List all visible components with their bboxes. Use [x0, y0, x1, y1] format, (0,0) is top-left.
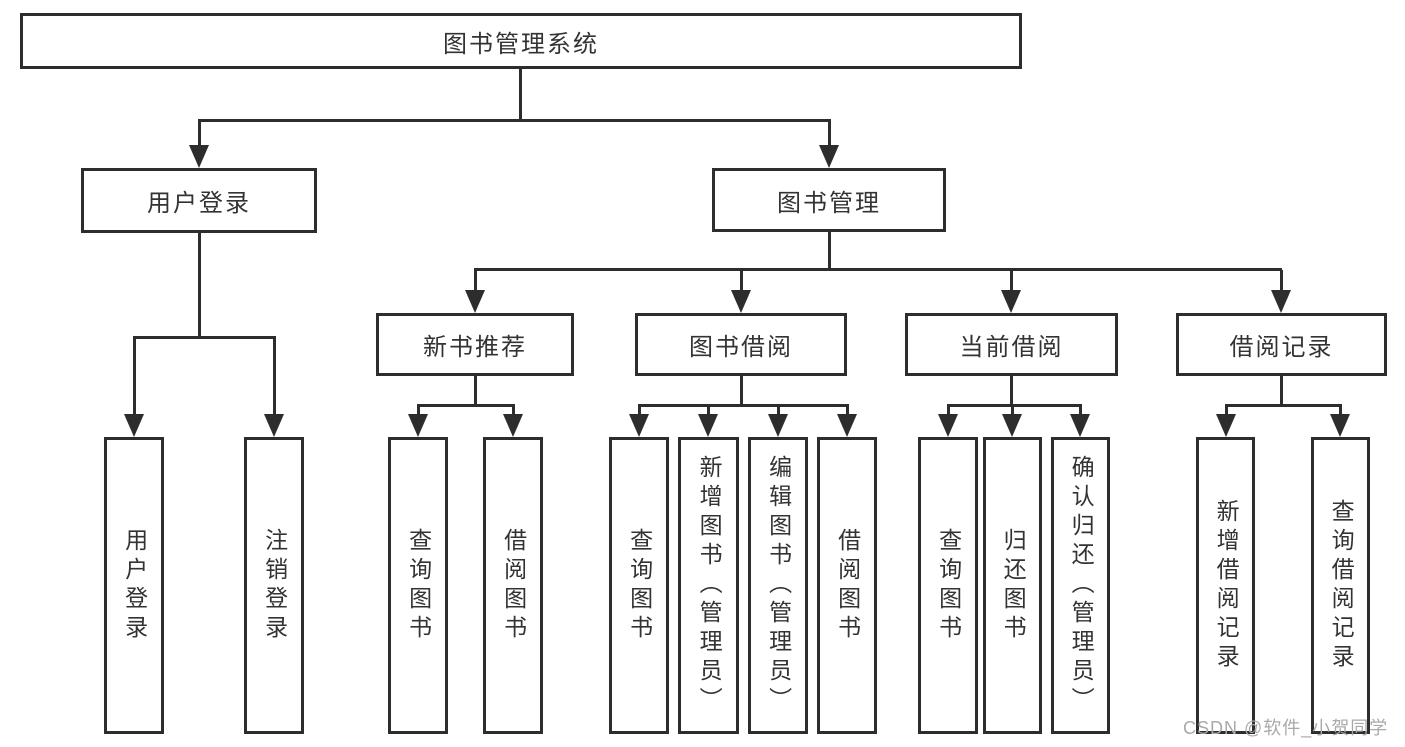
connector-borrowing-stem — [740, 376, 743, 406]
connector-drop — [947, 406, 950, 416]
connector-drop — [638, 406, 641, 416]
leaf-borrow-books: 借阅图书 — [817, 437, 877, 734]
connector-drop — [1339, 406, 1342, 416]
arrow-down-icon — [264, 414, 284, 437]
connector-book-management-stem — [828, 232, 831, 270]
leaf-borrow-books-recommend-label: 借阅图书 — [500, 527, 527, 644]
connector-drop-user-login — [198, 121, 201, 147]
connector-drop — [777, 406, 780, 416]
node-book-borrowing: 图书借阅 — [635, 313, 847, 376]
leaf-confirm-return-admin: 确认归还（管理员） — [1051, 437, 1110, 734]
leaf-edit-books-admin: 编辑图书（管理员） — [748, 437, 808, 734]
leaf-add-borrow-record-label: 新增借阅记录 — [1213, 498, 1240, 673]
node-library-management-system: 图书管理系统 — [20, 13, 1022, 69]
connector-recommendation-stem — [474, 376, 477, 406]
node-book-management: 图书管理 — [712, 168, 946, 232]
leaf-search-borrow-record: 查询借阅记录 — [1311, 437, 1370, 734]
leaf-return-books: 归还图书 — [983, 437, 1042, 734]
connector-records-stem — [1280, 376, 1283, 406]
leaf-add-books-admin: 新增图书（管理员） — [678, 437, 739, 734]
connector-drop-current-borrowing — [1010, 270, 1013, 291]
arrow-down-icon — [938, 414, 958, 437]
node-borrowing-records: 借阅记录 — [1176, 313, 1387, 376]
leaf-borrow-books-label: 借阅图书 — [834, 527, 861, 644]
arrow-down-icon — [465, 290, 485, 313]
leaf-search-books-borrowing: 查询图书 — [609, 437, 669, 734]
connector-user-login-rail — [133, 336, 276, 339]
leaf-logout-label: 注销登录 — [261, 527, 288, 644]
leaf-search-books-recommend-label: 查询图书 — [405, 527, 432, 644]
arrow-down-icon — [629, 414, 649, 437]
node-new-book-recommendation: 新书推荐 — [376, 313, 574, 376]
leaf-search-books-current-label: 查询图书 — [935, 527, 962, 644]
leaf-user-login-label: 用户登录 — [121, 527, 148, 644]
leaf-search-books-borrowing-label: 查询图书 — [626, 527, 653, 644]
connector-drop — [1079, 406, 1082, 416]
arrow-down-icon — [1216, 414, 1236, 437]
leaf-add-borrow-record: 新增借阅记录 — [1196, 437, 1255, 734]
arrow-down-icon — [731, 290, 751, 313]
arrow-down-icon — [189, 145, 209, 168]
connector-drop — [1225, 406, 1228, 416]
connector-drop — [846, 406, 849, 416]
connector-borrowing-rail — [638, 404, 849, 407]
connector-drop — [512, 406, 515, 416]
connector-drop-new-book-recommendation — [474, 270, 477, 291]
leaf-logout: 注销登录 — [244, 437, 304, 734]
arrow-down-icon — [1001, 290, 1021, 313]
leaf-search-books-current: 查询图书 — [918, 437, 978, 734]
arrow-down-icon — [837, 414, 857, 437]
leaf-return-books-label: 归还图书 — [1000, 527, 1027, 644]
arrow-down-icon — [408, 414, 428, 437]
arrow-down-icon — [768, 414, 788, 437]
connector-current-stem — [1010, 376, 1013, 406]
leaf-search-borrow-record-label: 查询借阅记录 — [1328, 498, 1355, 673]
connector-root-stem — [519, 69, 522, 121]
leaf-confirm-return-admin-label: 确认归还（管理员） — [1068, 455, 1095, 716]
connector-user-login-stem — [198, 233, 201, 338]
connector-drop-leaf-logout — [273, 338, 276, 416]
node-user-login: 用户登录 — [81, 168, 317, 233]
arrow-down-icon — [124, 414, 144, 437]
connector-drop-book-borrowing — [740, 270, 743, 291]
arrow-down-icon — [1330, 414, 1350, 437]
connector-root-rail — [198, 119, 831, 122]
connector-current-rail — [947, 404, 1082, 407]
arrow-down-icon — [1002, 414, 1022, 437]
connector-drop — [417, 406, 420, 416]
leaf-add-books-admin-label: 新增图书（管理员） — [696, 455, 723, 716]
connector-recommendation-rail — [417, 404, 515, 407]
leaf-borrow-books-recommend: 借阅图书 — [483, 437, 543, 734]
leaf-search-books-recommend: 查询图书 — [388, 437, 448, 734]
arrow-down-icon — [698, 414, 718, 437]
connector-drop-book-management — [828, 121, 831, 147]
arrow-down-icon — [819, 145, 839, 168]
leaf-user-login: 用户登录 — [104, 437, 164, 734]
connector-drop-leaf-user-login — [133, 338, 136, 416]
connector-book-management-rail — [474, 268, 1282, 271]
arrow-down-icon — [1070, 414, 1090, 437]
leaf-edit-books-admin-label: 编辑图书（管理员） — [765, 455, 792, 716]
connector-drop — [707, 406, 710, 416]
node-current-borrowing: 当前借阅 — [905, 313, 1118, 376]
arrow-down-icon — [1271, 290, 1291, 313]
connector-records-rail — [1225, 404, 1342, 407]
connector-drop-borrowing-records — [1280, 270, 1283, 291]
connector-drop — [1011, 406, 1014, 416]
csdn-watermark: CSDN @软件_小贺同学 — [1183, 718, 1389, 738]
arrow-down-icon — [503, 414, 523, 437]
